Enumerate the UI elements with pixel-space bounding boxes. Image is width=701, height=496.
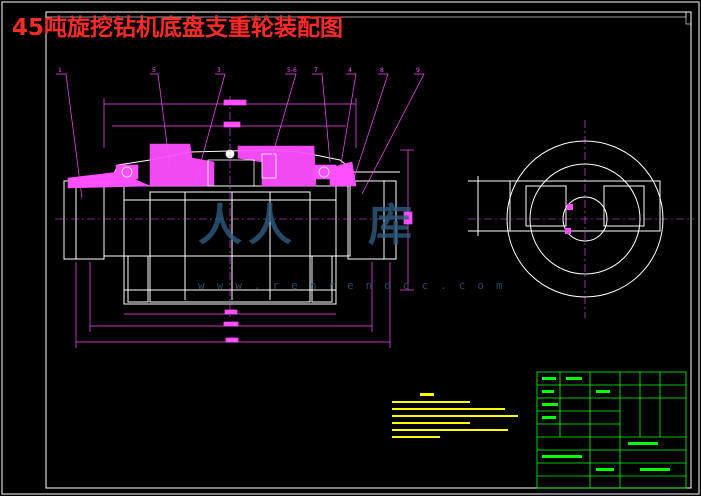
callout-label: 9 (416, 67, 420, 74)
callout-labels: 1 5 3 5-6 7 4 8 9 (58, 67, 420, 74)
centre-lines (55, 96, 694, 318)
end-view-hatch (565, 204, 573, 234)
dimension-lines (75, 98, 414, 348)
title-block (536, 371, 687, 489)
callout-label: 4 (348, 67, 352, 74)
callout-label: 3 (217, 67, 221, 74)
callout-label: 7 (314, 67, 318, 74)
callout-label: 8 (380, 67, 384, 74)
callout-leaders (56, 73, 425, 199)
roller-end-view (468, 140, 664, 298)
callout-label: 5-6 (287, 67, 297, 74)
callout-label: 1 (58, 67, 62, 74)
drawing-title: 45吨旋挖钻机底盘支重轮装配图 (12, 15, 344, 41)
section-hatch (67, 143, 357, 189)
title-block-text (542, 377, 670, 471)
technical-notes (392, 393, 518, 438)
callout-label: 5 (152, 67, 156, 74)
